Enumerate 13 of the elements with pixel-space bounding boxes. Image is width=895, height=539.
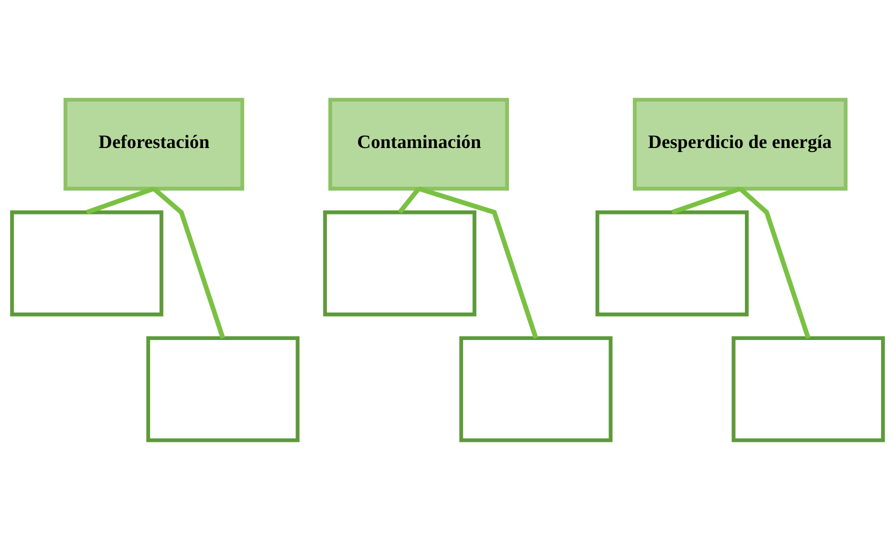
node-box: Deforestación	[64, 97, 244, 190]
node-box	[459, 336, 613, 442]
node-box	[596, 210, 749, 316]
connector	[398, 186, 420, 214]
node-box	[732, 336, 885, 442]
node-box	[146, 336, 300, 442]
node-box: Desperdicio de energía	[632, 97, 848, 190]
node-box	[323, 210, 476, 316]
node-box	[10, 210, 164, 316]
node-box: Contaminación	[328, 97, 509, 190]
connector	[152, 186, 226, 338]
connector	[418, 186, 538, 338]
connector	[738, 186, 810, 338]
